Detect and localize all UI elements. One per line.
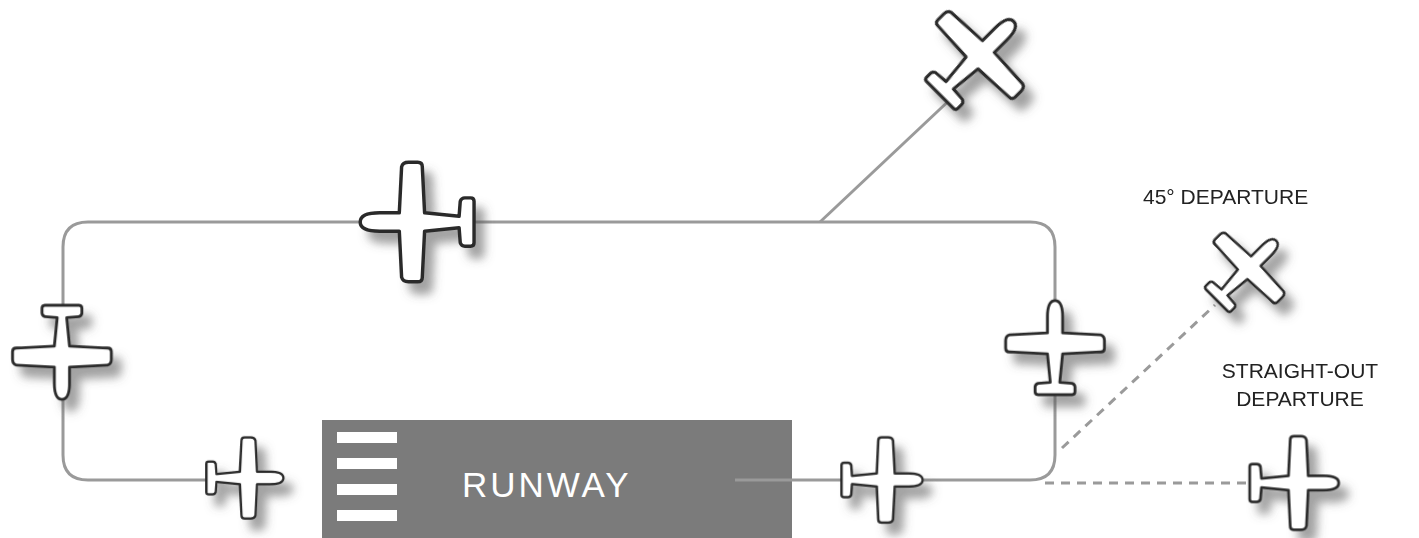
runway-strip: RUNWAY [322, 420, 792, 538]
departure-line [1045, 305, 1255, 483]
departure-label: 45° DEPARTURE [1143, 183, 1363, 211]
departure-label: STRAIGHT-OUT DEPARTURE [1200, 357, 1400, 413]
runway-label: RUNWAY [462, 465, 632, 505]
